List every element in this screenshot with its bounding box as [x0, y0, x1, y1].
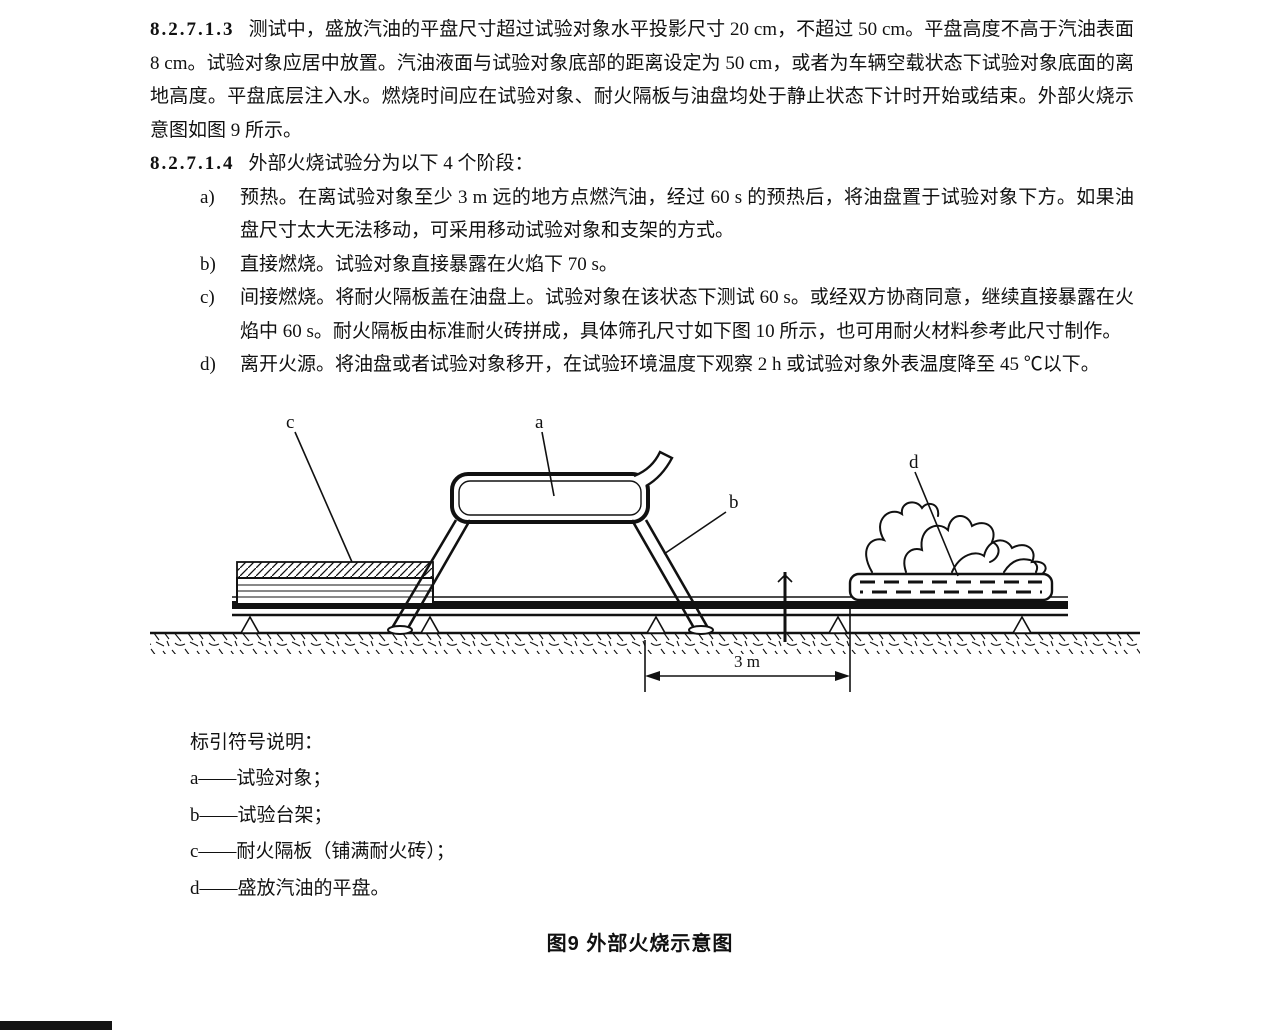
- stage-label: c): [200, 287, 215, 308]
- fire-partition-block: [236, 560, 434, 605]
- figure-legend: 标引符号说明： a——试验对象； b——试验台架； c——耐火隔板（铺满耐火砖）…: [0, 725, 1280, 908]
- figure-leaders: [294, 431, 959, 576]
- page-edge-artifact: [0, 1021, 112, 1030]
- figure-label-d: d: [909, 452, 919, 473]
- stage-item-d: d) 离开火源。将油盘或者试验对象移开，在试验环境温度下观察 2 h 或试验对象…: [150, 348, 1134, 382]
- legend-item-c: c——耐火隔板（铺满耐火砖）；: [190, 841, 455, 862]
- figure-label-a: a: [535, 412, 544, 433]
- legend-item-d: d——盛放汽油的平盘。: [190, 877, 390, 899]
- clause-number: 8.2.7.1.4: [150, 153, 235, 174]
- clause-number: 8.2.7.1.3: [150, 19, 235, 40]
- stage-label: a): [200, 186, 215, 208]
- figure-label-c: c: [286, 412, 294, 433]
- stage-label: d): [200, 354, 216, 375]
- legend-item-b: b——试验台架；: [190, 804, 333, 826]
- dimension-3m: 3 m: [644, 605, 851, 692]
- test-object-pan: [450, 449, 674, 524]
- figure-caption: 图9 外部火烧示意图: [546, 933, 734, 955]
- stage-item-c: c) 间接燃烧。将耐火隔板盖在油盘上。试验对象在该状态下测试 60 s。或经双方…: [150, 281, 1134, 348]
- stage-item-b: b) 直接燃烧。试验对象直接暴露在火焰下 70 s。: [150, 248, 1134, 282]
- clause-text: 测试中，盛放汽油的平盘尺寸超过试验对象水平投影尺寸 20 cm，不超过 50 c…: [150, 19, 1134, 141]
- flames: [865, 500, 1047, 575]
- clause-8-2-7-1-4: 8.2.7.1.4 外部火烧试验分为以下 4 个阶段：: [150, 147, 1134, 181]
- stage-label: b): [200, 253, 216, 275]
- stage-list: a) 预热。在离试验对象至少 3 m 远的地方点燃汽油，经过 60 s 的预热后…: [150, 181, 1134, 382]
- test-stand-legs: [387, 518, 714, 635]
- dimension-label: 3 m: [734, 652, 760, 671]
- figure-label-b: b: [729, 492, 739, 513]
- legend-item-a: a——试验对象；: [190, 768, 332, 789]
- stage-text: 预热。在离试验对象至少 3 m 远的地方点燃汽油，经过 60 s 的预热后，将油…: [240, 186, 1134, 242]
- stage-text: 间接燃烧。将耐火隔板盖在油盘上。试验对象在该状态下测试 60 s。或经双方协商同…: [240, 287, 1134, 342]
- legend-title: 标引符号说明：: [190, 731, 324, 753]
- stage-text: 离开火源。将油盘或者试验对象移开，在试验环境温度下观察 2 h 或试验对象外表温…: [240, 354, 1100, 375]
- stage-text: 直接燃烧。试验对象直接暴露在火焰下 70 s。: [240, 253, 618, 275]
- fire-test-diagram: c a b d 3 m: [150, 412, 1140, 692]
- test-bench-rail: [232, 595, 1068, 634]
- figure-9: c a b d 3 m: [0, 408, 1280, 713]
- stage-item-a: a) 预热。在离试验对象至少 3 m 远的地方点燃汽油，经过 60 s 的预热后…: [150, 181, 1134, 248]
- gasoline-pan: [848, 572, 1054, 601]
- clause-text: 外部火烧试验分为以下 4 个阶段：: [248, 153, 534, 174]
- marker-stake: [777, 571, 793, 642]
